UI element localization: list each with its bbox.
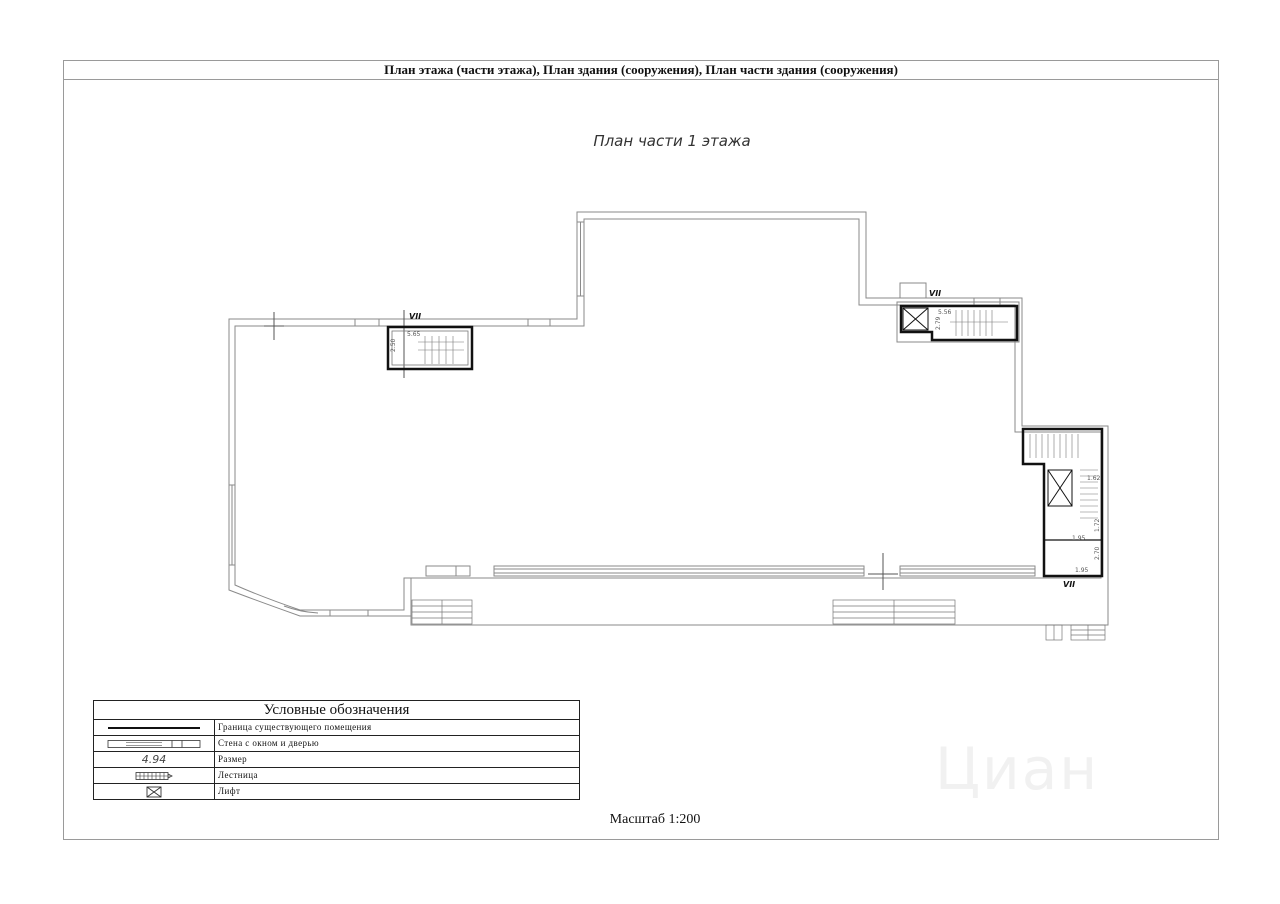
drawing-sheet-frame: План этажа (части этажа), План здания (с…: [63, 60, 1219, 840]
legend-row: Лестница: [94, 768, 579, 784]
legend-label: Стена с окном и дверью: [218, 738, 320, 748]
stair-block-right: 1.62 1.95 1.72 1.95 2.70 VII: [1021, 427, 1104, 589]
legend-label: Лестница: [218, 770, 258, 780]
plan-title: План части 1 этажа: [593, 132, 751, 150]
dim-label: 1.95: [1072, 535, 1086, 542]
legend-label: Размер: [218, 754, 248, 764]
outer-wall: [228, 211, 1109, 626]
legend-label: Лифт: [218, 786, 241, 796]
legend-row: Лифт: [94, 784, 579, 799]
wall-window-door-icon: [94, 736, 215, 751]
legend-label: Граница существующего помещения: [218, 722, 372, 732]
stair-block-left: 5.65 2.50 VII: [386, 312, 474, 371]
line-icon: [94, 720, 215, 735]
legend-row: 4.94 Размер: [94, 752, 579, 768]
stair-mark: VII: [1063, 580, 1075, 589]
legend-row: Стена с окном и дверью: [94, 736, 579, 752]
dim-label: 2.50: [390, 338, 397, 352]
dim-label: 5.65: [407, 331, 421, 338]
dim-label: 1.95: [1075, 567, 1089, 574]
stair-block-right-top: 5.56 2.79 VII: [896, 282, 1020, 343]
dim-label: 1.72: [1094, 518, 1101, 532]
dim-label: 2.79: [935, 316, 942, 330]
entrance-steps: [411, 599, 1106, 641]
legend-title: Условные обозначения: [94, 701, 579, 720]
scale-label: Масштаб 1:200: [609, 812, 701, 827]
dim-label: 5.56: [938, 309, 952, 316]
sheet-title: План этажа (части этажа), План здания (с…: [64, 61, 1218, 80]
windows: [228, 221, 1036, 617]
elevator-icon: [94, 784, 215, 799]
legend-table: Условные обозначения Граница существующе…: [93, 700, 580, 800]
watermark-logo: Циан: [935, 735, 1100, 803]
dimension-sample: 4.94: [94, 752, 215, 767]
dim-label: 2.70: [1094, 546, 1101, 560]
stairs-icon: [94, 768, 215, 783]
inner-wall: [234, 218, 1102, 611]
stair-mark: VII: [929, 289, 941, 298]
section-marks: [264, 310, 898, 590]
legend-row: Граница существующего помещения: [94, 720, 579, 736]
stair-mark: VII: [409, 312, 421, 321]
dim-label: 1.62: [1087, 475, 1101, 482]
